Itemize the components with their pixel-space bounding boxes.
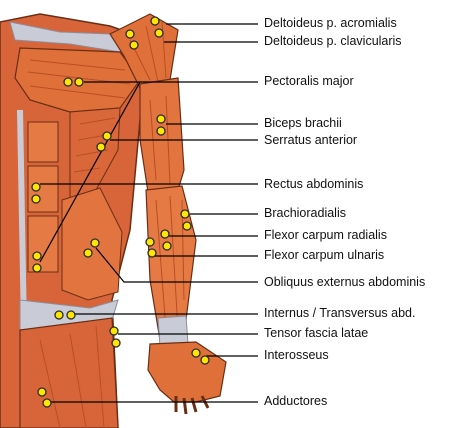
marker-rectus-2 (32, 195, 40, 203)
label-pectoralis-major: Pectoralis major (264, 74, 354, 88)
marker-flexor-rad-2 (163, 242, 171, 250)
marker-obliquus-2 (84, 249, 92, 257)
marker-biceps-1 (157, 115, 165, 123)
label-brachioradialis: Brachioradialis (264, 206, 346, 220)
marker-pectoralis-2 (75, 78, 83, 86)
marker-brachioradialis-1 (181, 210, 189, 218)
marker-interosseus-1 (192, 349, 200, 357)
marker-deltoid-clav-2 (130, 41, 138, 49)
marker-serratus-2 (97, 143, 105, 151)
marker-biceps-2 (157, 127, 165, 135)
rectus-block-3 (28, 216, 58, 272)
thigh-shape (20, 318, 118, 428)
wrist-tendon (158, 316, 188, 346)
label-tensor-fascia-latae: Tensor fascia latae (264, 326, 368, 340)
marker-internus-1 (55, 311, 63, 319)
marker-flexor-uln-1 (146, 238, 154, 246)
linea-alba (20, 110, 24, 330)
label-adductores: Adductores (264, 394, 327, 408)
marker-deltoid-acr-1 (151, 17, 159, 25)
hand-shape (148, 342, 226, 402)
label-deltoideus-clavicularis: Deltoideus p. clavicularis (264, 34, 402, 48)
marker-rectus-1 (32, 183, 40, 191)
label-flexor-carpi-radialis: Flexor carpum radialis (264, 228, 387, 242)
marker-deltoid-clav-1 (126, 30, 134, 38)
label-interosseus: Interosseus (264, 348, 329, 362)
marker-serratus-1 (103, 132, 111, 140)
marker-brachioradialis-2 (183, 222, 191, 230)
label-obliquus-externus: Obliquus externus abdominis (264, 275, 425, 289)
label-flexor-carpi-ulnaris: Flexor carpum ulnaris (264, 248, 384, 262)
marker-rectus-3 (33, 252, 41, 260)
label-serratus-anterior: Serratus anterior (264, 133, 357, 147)
rectus-block-1 (28, 122, 58, 162)
marker-adductores-2 (43, 399, 51, 407)
label-internus-transversus: Internus / Transversus abd. (264, 306, 415, 320)
marker-tensor-1 (110, 327, 118, 335)
marker-internus-2 (67, 311, 75, 319)
marker-tensor-2 (112, 339, 120, 347)
label-biceps-brachii: Biceps brachii (264, 116, 342, 130)
marker-adductores-1 (38, 388, 46, 396)
label-deltoideus-acromialis: Deltoideus p. acromialis (264, 16, 397, 30)
marker-interosseus-2 (201, 356, 209, 364)
marker-pectoralis-1 (64, 78, 72, 86)
label-rectus-abdominis: Rectus abdominis (264, 177, 363, 191)
marker-deltoid-acr-2 (155, 29, 163, 37)
marker-flexor-uln-2 (148, 249, 156, 257)
marker-flexor-rad-1 (161, 230, 169, 238)
marker-obliquus-1 (91, 239, 99, 247)
marker-rectus-4 (33, 264, 41, 272)
